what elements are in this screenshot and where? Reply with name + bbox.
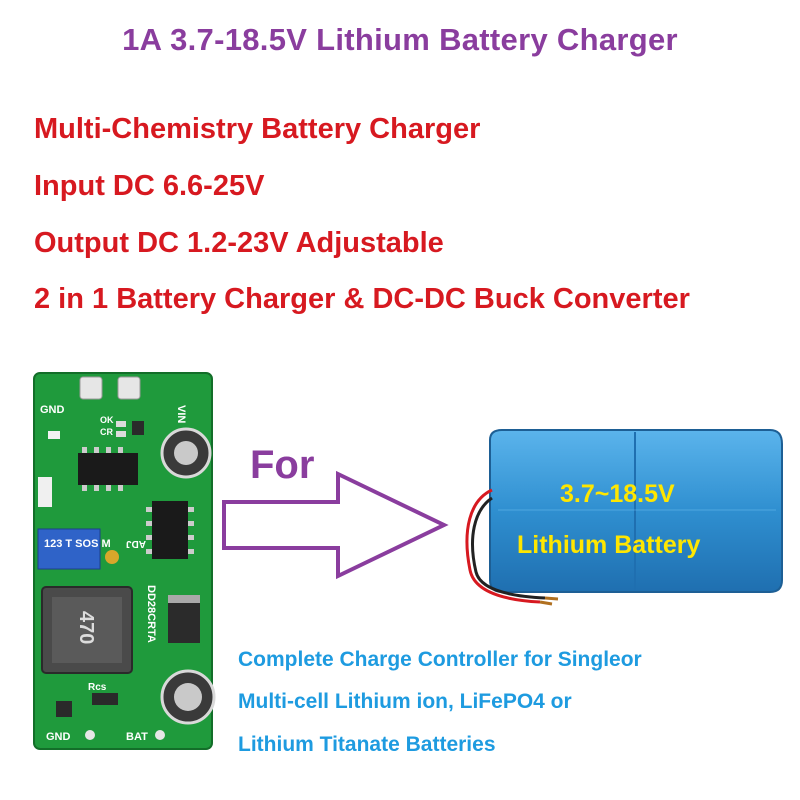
description-line-1: Complete Charge Controller for Singleor (238, 648, 642, 671)
silk-vin: VIN (175, 405, 187, 423)
feature-multi-chemistry: Multi-Chemistry Battery Charger (34, 113, 481, 145)
silk-rcs: Rcs (88, 682, 107, 693)
silk-ok: OK (100, 415, 114, 425)
feature-output-voltage: Output DC 1.2-23V Adjustable (34, 227, 444, 259)
arrow-right-icon (222, 470, 449, 580)
charger-board-image: VIN GND OK CR ADJ DD28CRTA 123 T SOS M 4… (33, 372, 216, 750)
description-line-3: Lithium Titanate Batteries (238, 733, 496, 756)
for-label: For (250, 443, 315, 487)
battery-pack-image (465, 429, 783, 606)
silk-model: DD28CRTA (145, 585, 157, 643)
silk-pot: 123 T SOS M (44, 538, 111, 550)
silk-adj: ADJ (126, 538, 146, 549)
silk-cr: CR (100, 427, 113, 437)
feature-input-voltage: Input DC 6.6-25V (34, 170, 265, 202)
silk-gnd-bottom: GND (46, 731, 71, 743)
battery-type-label: Lithium Battery (517, 531, 701, 559)
silk-inductor: 470 (75, 611, 97, 644)
silk-gnd-top: GND (40, 404, 65, 416)
page-title: 1A 3.7-18.5V Lithium Battery Charger (122, 22, 678, 57)
feature-two-in-one: 2 in 1 Battery Charger & DC-DC Buck Conv… (34, 283, 690, 315)
description-line-2: Multi-cell Lithium ion, LiFePO4 or (238, 690, 572, 713)
silk-bat: BAT (126, 731, 148, 743)
battery-voltage-label: 3.7~18.5V (560, 480, 675, 508)
